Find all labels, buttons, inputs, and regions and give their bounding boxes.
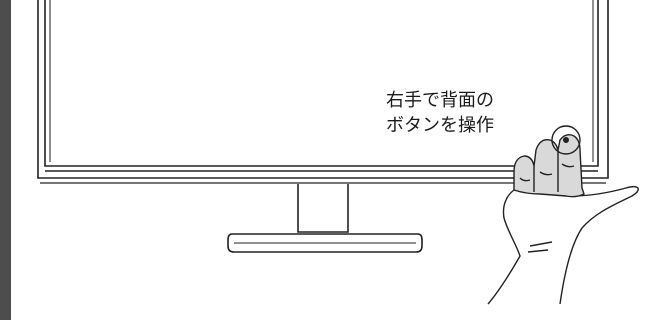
stand-neck xyxy=(297,184,349,233)
button-highlight-circle xyxy=(551,125,581,155)
button-dot xyxy=(563,137,569,143)
monitor-frame xyxy=(37,0,609,184)
side-bar-decoration xyxy=(0,0,11,320)
hand-illustration xyxy=(487,133,639,305)
screen-edge-lines xyxy=(49,0,594,162)
stand-base xyxy=(227,233,423,253)
instruction-caption: 右手で背面の ボタンを操作 xyxy=(340,88,540,138)
instruction-line-1: 右手で背面の xyxy=(386,90,494,111)
instruction-line-2: ボタンを操作 xyxy=(386,115,494,136)
